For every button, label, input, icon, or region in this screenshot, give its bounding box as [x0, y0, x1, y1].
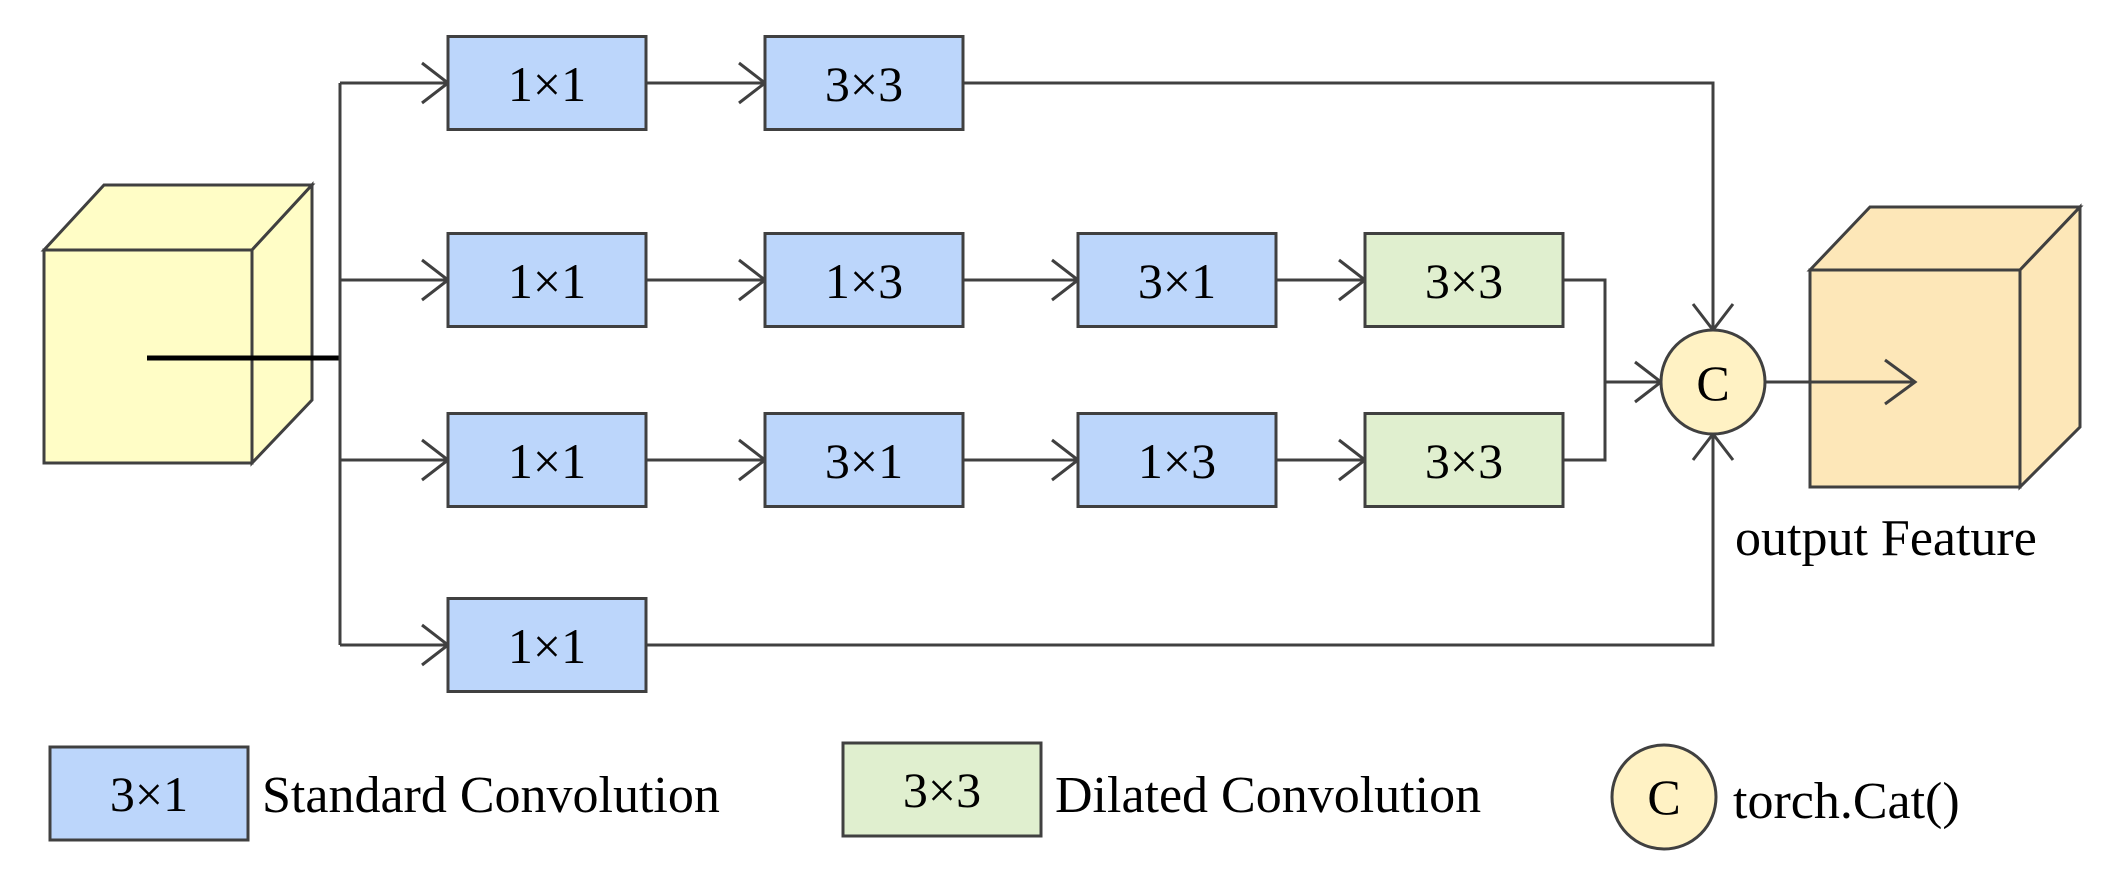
conv-kernel-label: 3×3: [825, 56, 903, 112]
conv-kernel-label: 1×3: [1138, 433, 1216, 489]
branch-2-block-2: 1×3: [763, 232, 965, 328]
standard-conv-box: [446, 597, 648, 693]
branch-2-block-3: 3×1: [1076, 232, 1278, 328]
conv-kernel-label: 1×3: [825, 253, 903, 309]
conv-kernel-label: 3×1: [1138, 253, 1216, 309]
legend-standard-box-label: 3×1: [110, 766, 188, 822]
branch-3-block-4: 3×3: [1363, 412, 1565, 508]
standard-conv-box: [446, 35, 648, 131]
legend-concat: C torch.Cat(): [1610, 743, 1960, 851]
conv-kernel-label: 1×1: [508, 433, 586, 489]
branch-4-to-concat: [646, 434, 1715, 647]
conv-kernel-label: 3×1: [825, 433, 903, 489]
branch-3-block-3: 1×3: [1076, 412, 1278, 508]
legend-concat-text: torch.Cat(): [1733, 773, 1960, 830]
conv-kernel-label: 1×1: [508, 253, 586, 309]
branch-3-block-1: 1×1: [446, 412, 648, 508]
legend-dilated-box-label: 3×3: [903, 762, 981, 818]
output-arrow: [1765, 358, 1918, 406]
branch-4-block-1: 1×1: [446, 597, 648, 693]
branch-2-to-concat: [1563, 278, 1661, 384]
branch-connectors: [340, 61, 1735, 667]
input-trunk-lines: [147, 83, 342, 645]
standard-conv-box: [1076, 412, 1278, 508]
branch-2-block-1: 1×1: [446, 232, 648, 328]
conv-kernel-label: 3×3: [1425, 433, 1503, 489]
standard-conv-box: [446, 412, 648, 508]
branch-3-to-concat: [1563, 380, 1661, 462]
output-feature-cube: [1806, 203, 2084, 491]
branch-3-block-2: 3×1: [763, 412, 965, 508]
legend: 3×1 Standard Convolution 3×3 Dilated Con…: [48, 741, 1960, 851]
branch-1-block-2: 3×3: [763, 35, 965, 131]
legend-dilated: 3×3 Dilated Convolution: [841, 741, 1481, 838]
standard-conv-box: [763, 412, 965, 508]
conv-kernel-label: 1×1: [508, 56, 586, 112]
dilated-conv-box: [1363, 232, 1565, 328]
concat-node: C: [1659, 328, 1767, 436]
concat-symbol: C: [1696, 355, 1729, 411]
legend-dilated-text: Dilated Convolution: [1055, 767, 1481, 824]
standard-conv-box: [446, 232, 648, 328]
legend-dilated-swatch: [841, 741, 1043, 838]
standard-conv-box: [763, 232, 965, 328]
legend-concat-swatch: [1610, 743, 1718, 851]
standard-conv-box: [1076, 232, 1278, 328]
branch-1-to-concat: [963, 81, 1715, 330]
legend-standard-swatch: [48, 745, 250, 842]
standard-conv-box: [763, 35, 965, 131]
conv-blocks: 1×1 3×3 1×1 1×3 3×1 3×3 1×1 3×1 1×3 3×3 1×1: [446, 35, 1565, 693]
branch-2-block-4: 3×3: [1363, 232, 1565, 328]
legend-standard: 3×1 Standard Convolution: [48, 745, 720, 842]
output-feature-label: output Feature: [1735, 510, 2037, 567]
input-feature-cube: [40, 181, 316, 467]
conv-kernel-label: 3×3: [1425, 253, 1503, 309]
dilated-conv-box: [1363, 412, 1565, 508]
branch-1-block-1: 1×1: [446, 35, 648, 131]
legend-concat-symbol: C: [1647, 769, 1680, 825]
legend-standard-text: Standard Convolution: [262, 767, 720, 824]
conv-kernel-label: 1×1: [508, 618, 586, 674]
